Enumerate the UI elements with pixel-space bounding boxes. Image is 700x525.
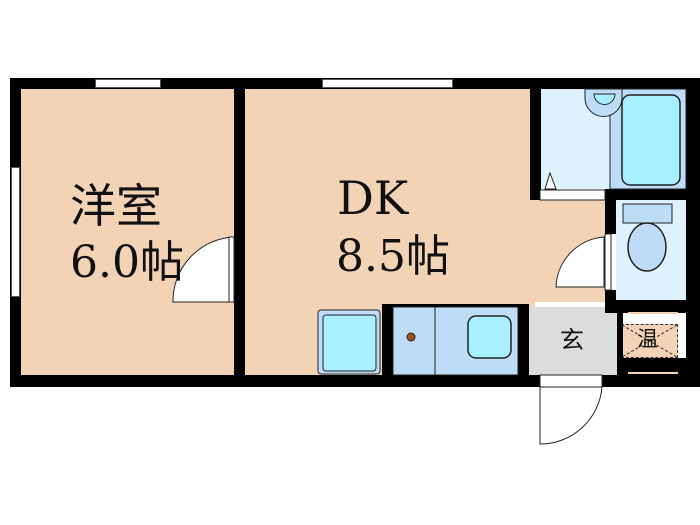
dk-name: DK <box>337 171 409 225</box>
wall-toilet-left <box>605 189 616 234</box>
wall-toilet-bottom <box>605 300 686 313</box>
wall-toilet-left-low <box>605 290 616 307</box>
window-western-left <box>11 167 20 297</box>
entrance-floor <box>529 307 617 375</box>
wall-entrance-right <box>617 300 623 387</box>
wall-bottom <box>10 375 690 387</box>
entrance-label: 玄 <box>560 326 584 354</box>
wall-right <box>686 78 700 387</box>
wall-washroom-bottom <box>605 189 686 200</box>
wall-washroom-left <box>530 78 541 200</box>
wall-kitchen-top <box>382 304 529 307</box>
wall-room-divider <box>234 78 245 387</box>
kitchen-sink-icon <box>468 316 511 358</box>
western-room-floor <box>21 89 234 375</box>
wall-heater-bottom <box>617 358 686 375</box>
dk-size: 8.5帖 <box>336 231 450 282</box>
refrigerator-space-icon <box>318 310 380 374</box>
water-heater-label: 温 <box>637 327 658 351</box>
western-room-size: 6.0帖 <box>70 237 184 288</box>
window-dk-top <box>322 79 453 88</box>
stove-icon <box>393 307 435 375</box>
heater-line-top <box>628 312 678 314</box>
wall-kitchen-right <box>518 304 529 375</box>
western-room-name: 洋室 <box>70 179 162 233</box>
window-western-top <box>95 79 161 88</box>
heater-line-bottom <box>628 372 678 374</box>
wall-kitchen-divider <box>382 304 393 375</box>
